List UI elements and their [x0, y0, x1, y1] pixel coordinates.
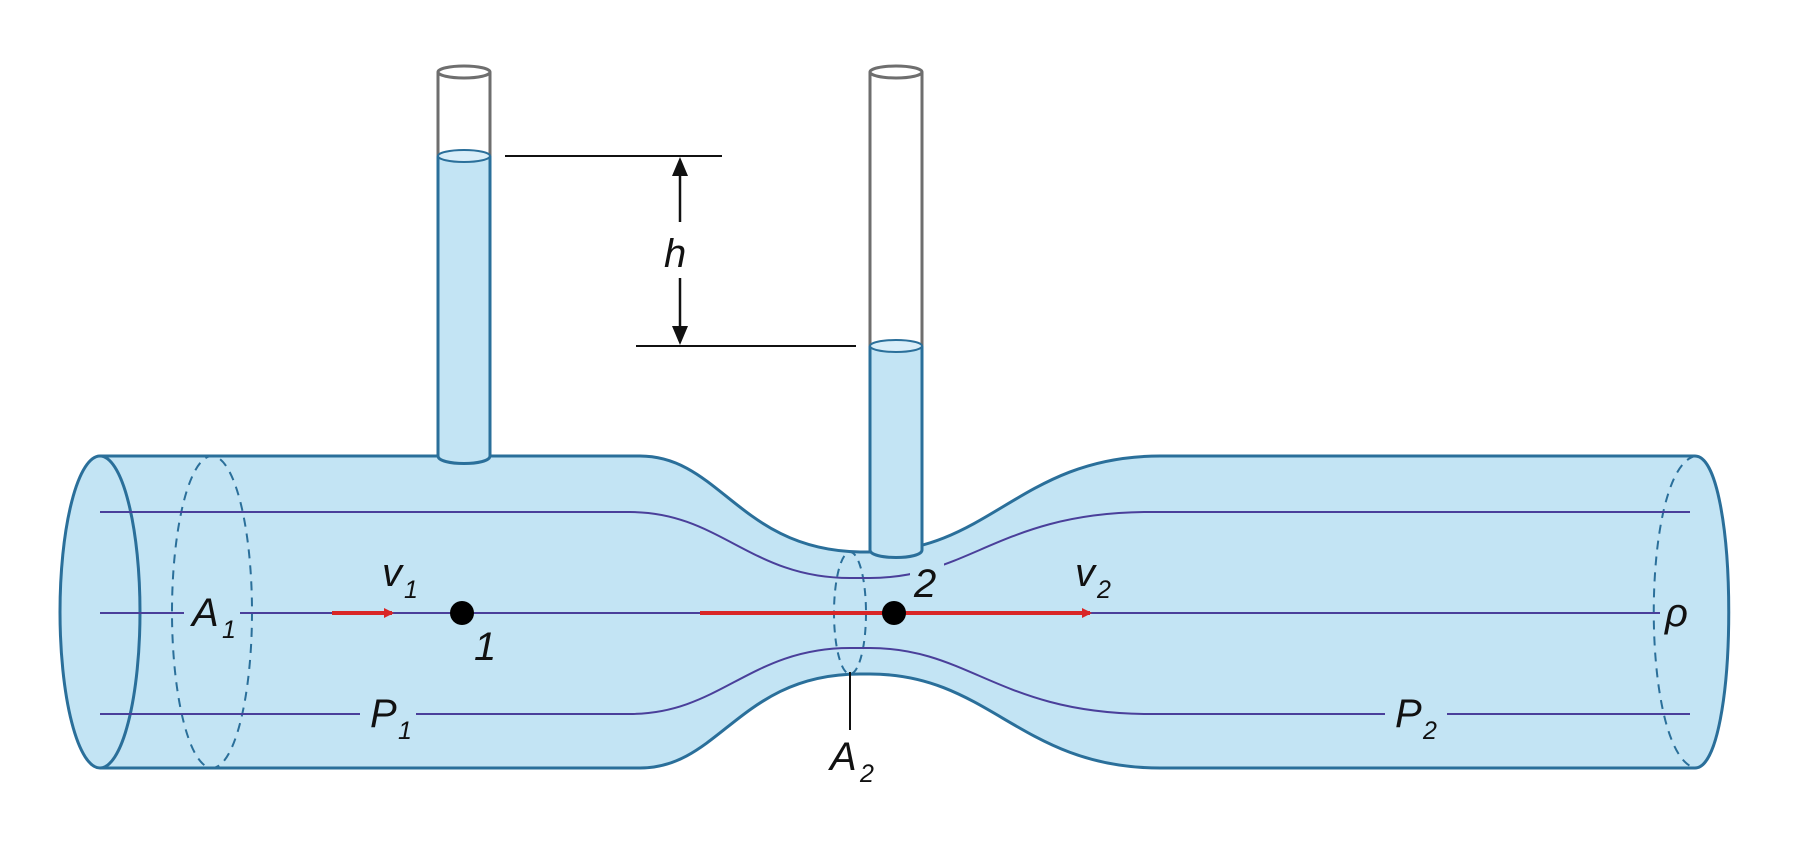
left-tube-fluid-surface [437, 149, 491, 163]
label-v2: v [1075, 551, 1097, 595]
gap-p2 [1385, 697, 1447, 731]
label-p2-subscript: 2 [1422, 717, 1437, 745]
right-tube-base [868, 549, 924, 559]
right-tube-fluid-surface [869, 339, 923, 353]
gap-2 [910, 561, 944, 595]
h-arrow-lower-head [672, 326, 688, 345]
label-a2: A [828, 735, 857, 779]
label-v1: v [382, 551, 404, 595]
pipe-right-end [1694, 454, 1731, 770]
label-a2-subscript: 2 [859, 760, 874, 788]
gap-rho [1660, 596, 1694, 630]
h-arrow-upper-head [672, 157, 688, 176]
streamline-bottom [100, 647, 1690, 715]
gap-a1 [184, 596, 240, 630]
right-tube-top-rim [868, 64, 924, 80]
right-tube-fluid [870, 346, 922, 552]
label-point-2: 2 [913, 562, 936, 606]
pipe-bottom-wall [100, 672, 1695, 770]
label-point-1: 1 [474, 625, 496, 669]
left-tube-top-rim [436, 64, 492, 80]
left-tube-base [436, 455, 492, 465]
label-p1: P [370, 692, 397, 736]
label-v1-subscript: 1 [404, 576, 418, 604]
label-density-rho: ρ [1664, 591, 1688, 635]
label-a1: A [190, 591, 219, 635]
label-a1-subscript: 1 [222, 616, 236, 644]
left-tube-fluid [438, 156, 490, 456]
label-v2-subscript: 2 [1096, 576, 1111, 604]
streamline-top [100, 511, 1690, 579]
label-h: h [664, 232, 686, 276]
point-1-marker [450, 601, 474, 625]
gap-p1 [360, 697, 416, 731]
label-p1-subscript: 1 [398, 717, 412, 745]
label-p2: P [1395, 692, 1422, 736]
point-2-marker [882, 601, 906, 625]
